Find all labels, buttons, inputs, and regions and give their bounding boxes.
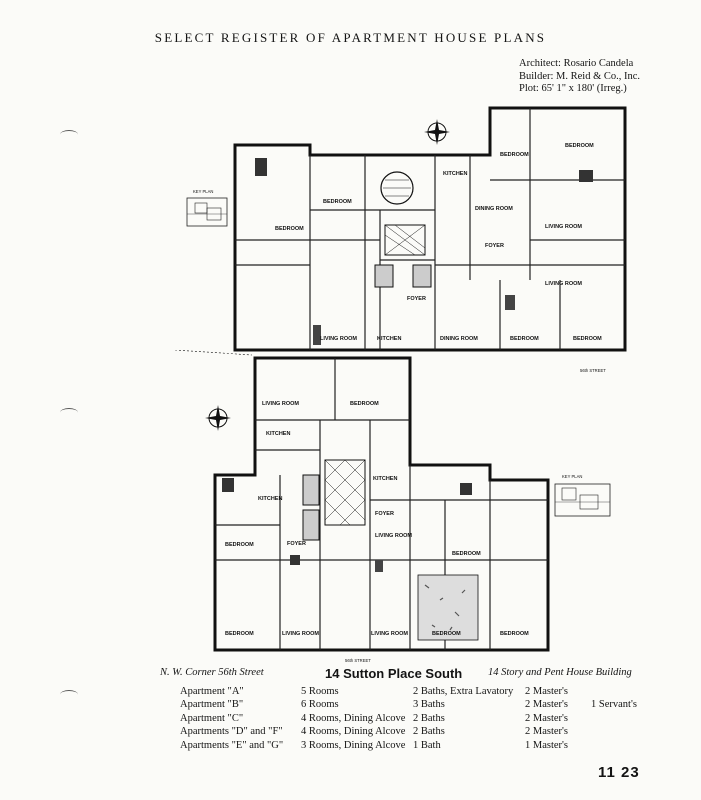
apartment-rooms: 4 Rooms, Dining Alcove [301, 712, 406, 724]
apartment-masters: 2 Master's [525, 726, 569, 738]
room-label: FOYER [287, 541, 306, 547]
room-label: KITCHEN [258, 496, 282, 502]
apartment-rooms: 5 Rooms [301, 686, 339, 697]
lower-floor-plan: KEY PLAN [170, 350, 630, 665]
room-label: BEDROOM [565, 143, 594, 149]
room-label: KITCHEN [443, 171, 467, 177]
upper-floor-plan: KEY PLAN [175, 100, 635, 375]
room-label: LIVING ROOM [320, 336, 357, 342]
binder-hole-mark [60, 690, 78, 699]
builder-credit: Builder: M. Reid & Co., Inc. [519, 70, 641, 82]
compass-rose-icon [205, 405, 231, 431]
page-number: 11 23 [598, 764, 640, 781]
room-label: BEDROOM [225, 542, 254, 548]
apartment-rooms: 3 Rooms, Dining Alcove [301, 739, 406, 751]
key-plan-label: KEY PLAN [193, 189, 213, 194]
street-label: 56th STREET [580, 368, 606, 373]
plot-size: Plot: 65' 1" x 180' (Irreg.) [519, 83, 627, 94]
room-label: LIVING ROOM [375, 533, 412, 539]
room-label: LIVING ROOM [545, 281, 582, 287]
apartment-masters: 2 Master's [525, 699, 569, 711]
room-label: LIVING ROOM [262, 401, 299, 407]
apartment-name: Apartment "C" [180, 712, 244, 724]
apartment-name: Apartments "D" and "F" [180, 726, 283, 738]
apartment-masters: 2 Master's [525, 712, 569, 724]
apartment-rooms: 4 Rooms, Dining Alcove [301, 726, 406, 738]
page-title: SELECT REGISTER OF APARTMENT HOUSE PLANS [154, 30, 547, 45]
apartment-baths: 2 Baths, Extra Lavatory [413, 686, 514, 697]
room-label: BEDROOM [225, 631, 254, 637]
apartment-rooms: 6 Rooms [301, 699, 339, 711]
lower-room-grid [215, 358, 548, 650]
room-label: DINING ROOM [440, 336, 478, 342]
apartment-baths: 2 Baths [413, 726, 445, 738]
room-label: LIVING ROOM [545, 224, 582, 230]
upper-key-plan: KEY PLAN [186, 189, 228, 227]
street-label: 56th STREET [345, 658, 371, 663]
apartment-baths: 1 Bath [413, 739, 441, 751]
apartment-servants: 1 Servant's [591, 699, 637, 711]
binder-hole-mark [60, 408, 78, 417]
room-label: BEDROOM [573, 336, 602, 342]
apartment-masters: 2 Master's [525, 686, 569, 697]
plan-caption: N. W. Corner 56th Street 14 Sutton Place… [0, 666, 701, 682]
key-plan-label: KEY PLAN [562, 474, 582, 479]
room-label: BEDROOM [500, 631, 529, 637]
lower-exterior-wall [213, 356, 550, 652]
apartment-name: Apartment "A" [180, 686, 244, 697]
credits-block: Architect: Rosario Candela Builder: M. R… [519, 58, 640, 96]
room-label: BEDROOM [323, 199, 352, 205]
room-label: BEDROOM [452, 551, 481, 557]
building-description: 14 Story and Pent House Building [488, 667, 632, 678]
binder-hole-mark [60, 130, 78, 139]
apartment-masters: 1 Master's [525, 739, 569, 751]
room-label: KITCHEN [266, 431, 290, 437]
apartment-name: Apartment "B" [180, 699, 244, 711]
room-label: BEDROOM [500, 152, 529, 158]
room-label: BEDROOM [432, 631, 461, 637]
room-label: BEDROOM [275, 226, 304, 232]
lower-key-plan: KEY PLAN [554, 474, 611, 517]
apartment-baths: 3 Baths [413, 699, 445, 711]
room-label: BEDROOM [510, 336, 539, 342]
room-label: LIVING ROOM [282, 631, 319, 637]
upper-exterior-wall [233, 106, 627, 352]
architect-credit: Architect: Rosario Candela [519, 58, 634, 69]
room-label: DINING ROOM [475, 206, 513, 212]
room-label: BEDROOM [350, 401, 379, 407]
room-label: KITCHEN [373, 476, 397, 482]
apartment-name: Apartments "E" and "G" [180, 739, 284, 751]
room-label: LIVING ROOM [371, 631, 408, 637]
compass-rose-icon [424, 119, 450, 145]
room-label: FOYER [407, 296, 426, 302]
upper-room-grid [235, 108, 625, 350]
location-caption: N. W. Corner 56th Street [160, 667, 264, 678]
room-label: FOYER [485, 243, 504, 249]
room-label: KITCHEN [377, 336, 401, 342]
room-label: FOYER [375, 511, 394, 517]
building-address: 14 Sutton Place South [325, 666, 463, 681]
apartment-baths: 2 Baths [413, 712, 445, 724]
